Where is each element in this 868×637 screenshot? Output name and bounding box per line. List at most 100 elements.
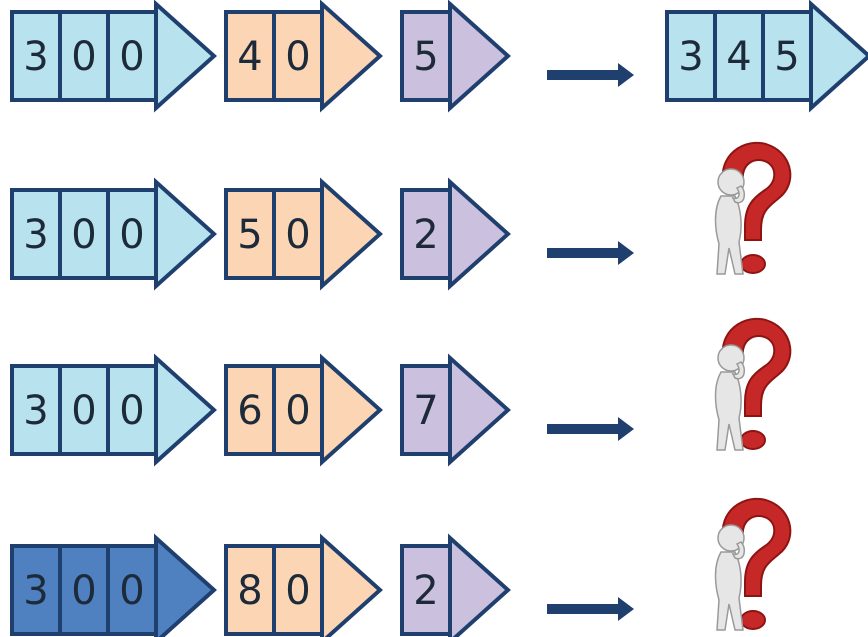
ones-block: 5 (400, 0, 511, 113)
hundreds-block-cell (58, 364, 110, 456)
figure-body (714, 551, 744, 631)
hundreds-block-arrow-tip (154, 0, 217, 113)
figure-arm (731, 361, 746, 380)
hundreds-block-digit: 3 (23, 388, 48, 434)
hundreds-block-cell (106, 544, 158, 636)
tens-block-digit: 0 (285, 568, 310, 614)
tens-block-digit: 0 (285, 388, 310, 434)
tens-block-digit: 4 (237, 34, 262, 80)
tens-block-arrow-tip (320, 0, 383, 113)
figure-body (714, 371, 744, 451)
ones-block-cell (400, 188, 452, 280)
question-mark-hook (721, 317, 792, 417)
tens-block-digit: 0 (285, 34, 310, 80)
result-block-digit: 5 (774, 34, 799, 80)
question-figure-icon (714, 141, 792, 275)
hundreds-block-digit: 0 (119, 388, 144, 434)
hundreds-block-arrow-tip (154, 353, 217, 467)
hundreds-block-cell (58, 10, 110, 102)
hundreds-block-digit: 3 (23, 568, 48, 614)
ones-block-cell (400, 544, 452, 636)
ones-block-arrow-tip (448, 353, 511, 467)
result-block-cell (713, 10, 765, 102)
question-mark-dot (740, 430, 766, 450)
hundreds-block-arrow-tip (154, 177, 217, 291)
ones-block: 2 (400, 533, 511, 637)
tens-block-cell (272, 544, 324, 636)
ones-block-cell (400, 10, 452, 102)
equals-arrow (547, 63, 634, 87)
ones-block: 7 (400, 353, 511, 467)
ones-block-arrow-tip (448, 533, 511, 637)
tens-block-cell (272, 364, 324, 456)
tens-block-cell (272, 188, 324, 280)
ones-block-arrow-tip (448, 0, 511, 113)
hundreds-block-digit: 0 (119, 34, 144, 80)
question-figure-icon (714, 497, 792, 631)
hundreds-block-cell (106, 188, 158, 280)
equals-arrow (547, 417, 634, 441)
hundreds-block-cell (10, 544, 62, 636)
tens-block-cell (224, 544, 276, 636)
arrow-head (618, 597, 634, 621)
result-block-cell (761, 10, 813, 102)
arrow-head (618, 241, 634, 265)
figure-arm (731, 541, 746, 560)
tens-block-digit: 5 (237, 212, 262, 258)
tens-block-arrow-tip (320, 533, 383, 637)
question-figure-icon (714, 317, 792, 451)
tens-block-digit: 0 (285, 212, 310, 258)
hundreds-block-cell (106, 10, 158, 102)
hundreds-block-digit: 0 (71, 568, 96, 614)
arrow-shaft (547, 424, 622, 434)
tens-block-digit: 8 (237, 568, 262, 614)
figure-body (714, 195, 744, 275)
arrow-shaft (547, 248, 622, 258)
ones-block-digit: 2 (413, 212, 438, 258)
ones-block-digit: 7 (413, 388, 438, 434)
question-mark-dot (740, 254, 766, 274)
equals-arrow (547, 241, 634, 265)
figure-arm (731, 185, 746, 204)
equals-arrow (547, 597, 634, 621)
arrow-shaft (547, 604, 622, 614)
question-mark-hook (721, 497, 792, 597)
question-mark-hook (721, 141, 792, 241)
hundreds-block-digit: 0 (71, 34, 96, 80)
hundreds-block-cell (10, 364, 62, 456)
tens-block-arrow-tip (320, 353, 383, 467)
arrow-shaft (547, 70, 622, 80)
hundreds-block-digit: 0 (119, 568, 144, 614)
hundreds-block-digit: 3 (23, 34, 48, 80)
tens-block-cell (272, 10, 324, 102)
hundreds-block-arrow-tip (154, 533, 217, 637)
hundreds-block-cell (10, 10, 62, 102)
tens-block-arrow-tip (320, 177, 383, 291)
hundreds-block-digit: 0 (71, 388, 96, 434)
tens-block-digit: 6 (237, 388, 262, 434)
hundreds-block-digit: 0 (71, 212, 96, 258)
question-mark-dot (740, 610, 766, 630)
ones-block-arrow-tip (448, 177, 511, 291)
hundreds-block-cell (10, 188, 62, 280)
ones-block-digit: 2 (413, 568, 438, 614)
ones-block-digit: 5 (413, 34, 438, 80)
arrow-head (618, 63, 634, 87)
result-block-arrow-tip (809, 0, 868, 113)
ones-block: 2 (400, 177, 511, 291)
result-block-digit: 3 (678, 34, 703, 80)
